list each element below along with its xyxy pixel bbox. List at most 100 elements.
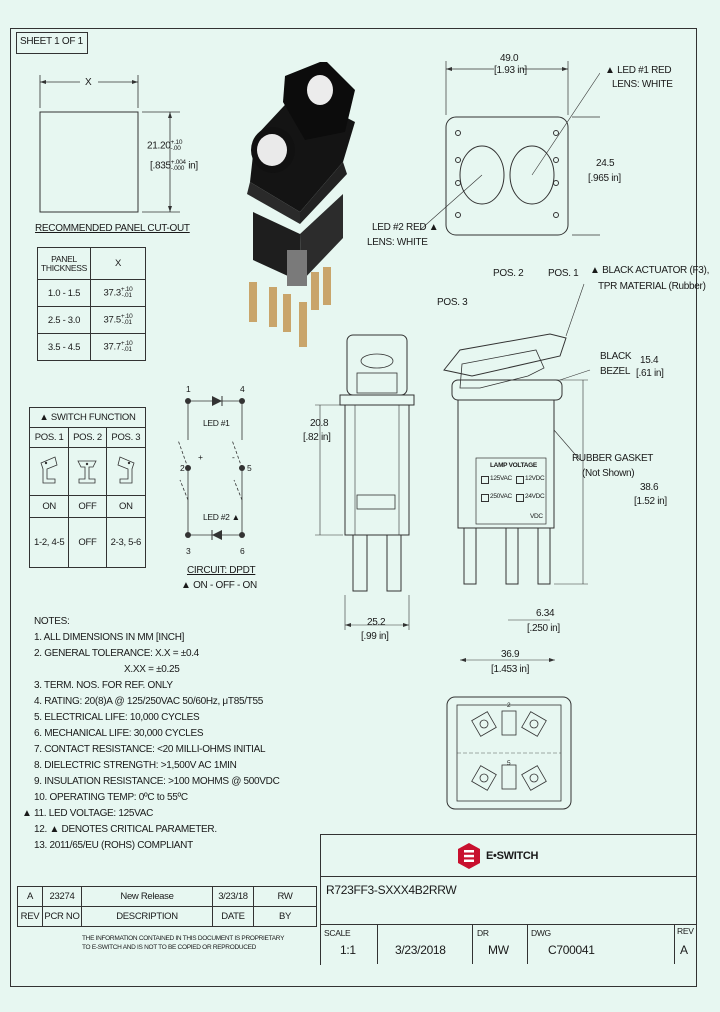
note-11: 11. LED VOLTAGE: 125VAC (34, 808, 154, 819)
side-depth-mm: 36.9 (501, 649, 520, 660)
gasket-label: RUBBER GASKET (572, 453, 654, 464)
part-number-box (320, 876, 696, 925)
switch-function-table: ▲ SWITCH FUNCTION POS. 1 POS. 2 POS. 3 O… (28, 407, 147, 568)
lamp-checkbox-125vac (481, 476, 489, 484)
rev-header: REV (17, 906, 43, 927)
note-7: 7. CONTACT RESISTANCE: <20 MILLI-OHMS IN… (34, 744, 266, 755)
cutout-height-in: [.835+.004-.000 in] (150, 159, 198, 172)
gasket-note: (Not Shown) (582, 468, 635, 479)
led2-lens: LENS: WHITE (367, 237, 428, 248)
lamp-checkbox-250vac (481, 494, 489, 502)
divider (527, 924, 528, 964)
divider (674, 924, 675, 964)
note-2: 2. GENERAL TOLERANCE: X.X = ±0.4 (34, 648, 199, 659)
pos1-connection: 1-2, 4-5 (28, 517, 70, 568)
dwg-label: DWG (531, 928, 551, 938)
pos1-actuator-icon (28, 447, 70, 496)
note-6: 6. MECHANICAL LIFE: 30,000 CYCLES (34, 728, 204, 739)
pos1-header: POS. 1 (28, 427, 70, 448)
panel-x-header: X (90, 247, 146, 280)
dr-value: MW (488, 943, 509, 957)
date-cell: 3/23/18 (212, 886, 254, 907)
note-2b: X.XX = ±0.25 (124, 664, 180, 675)
date-value: 3/23/2018 (395, 943, 446, 957)
lamp-opt-250vac: 250VAC (490, 493, 512, 500)
top-width-mm: 49.0 (500, 53, 519, 64)
x-cell: 37.5+.10-.01 (90, 306, 146, 334)
term-2: 2 (180, 463, 185, 473)
table-row: 2.5 - 3.0 37.5+.10-.01 (37, 306, 146, 334)
drawing-border (10, 28, 697, 987)
terminal-width-in: [.250 in] (527, 623, 560, 634)
top-width-in: [1.93 in] (494, 65, 527, 76)
table-row: 1.0 - 1.5 37.3+.10-.01 (37, 279, 146, 307)
term-1: 1 (186, 384, 191, 394)
rev-cell: A (17, 886, 43, 907)
minus-sign: - (232, 452, 235, 462)
pos2-actuator-icon (68, 447, 107, 496)
scale-label: SCALE (324, 928, 351, 938)
lamp-opt-125vac: 125VAC (490, 475, 512, 482)
brand-name: E•SWITCH (486, 850, 539, 862)
terminal-width-mm: 6.34 (536, 608, 555, 619)
top-view-drawing (419, 61, 600, 236)
lamp-voltage-title: LAMP VOLTAGE (490, 462, 537, 469)
note-9: 9. INSULATION RESISTANCE: >100 MOHMS @ 5… (34, 776, 280, 787)
rev-value: A (680, 943, 688, 957)
cutout-x-label: X (85, 77, 92, 88)
circuit-diagram (177, 396, 245, 540)
term-5: 5 (247, 463, 252, 473)
note-3: 3. TERM. NOS. FOR REF. ONLY (34, 680, 173, 691)
rev-label: REV (677, 926, 694, 936)
top-height-in: [.965 in] (588, 173, 621, 184)
switch-product-image (247, 62, 355, 347)
note-11-marker: ▲ (22, 808, 32, 819)
pos1-state: ON (28, 495, 70, 518)
note-8: 8. DIELECTRIC STRENGTH: >1,500V AC 1MIN (34, 760, 237, 771)
circuit-subtitle: ▲ ON - OFF - ON (181, 580, 257, 591)
panel-thickness-table: PANEL THICKNESS X 1.0 - 1.5 37.3+.10-.01… (37, 247, 146, 361)
bottom-term-2: 2 (507, 702, 511, 709)
bezel-label-2: BEZEL (600, 366, 631, 377)
note-1: 1. ALL DIMENSIONS IN MM [INCH] (34, 632, 185, 643)
actuator-material: TPR MATERIAL (Rubber) (598, 281, 706, 292)
thickness-cell: 2.5 - 3.0 (37, 306, 91, 334)
body-height-mm: 38.6 (640, 482, 659, 493)
pcr-cell: 23274 (42, 886, 82, 907)
desc-header: DESCRIPTION (81, 906, 213, 927)
proprietary-line-1: THE INFORMATION CONTAINED IN THIS DOCUME… (82, 935, 285, 942)
cutout-caption: RECOMMENDED PANEL CUT-OUT (35, 223, 190, 234)
panel-cutout-drawing (39, 75, 180, 213)
side-dimension-lines (460, 619, 555, 662)
led1-circuit-label: LED #1 (203, 418, 230, 428)
x-cell: 37.7+.10-.01 (90, 333, 146, 361)
front-height-mm: 20.8 (310, 418, 329, 429)
panel-thickness-header: PANEL THICKNESS (37, 247, 91, 280)
sheet-box (16, 32, 88, 54)
x-cell: 37.3+.10-.01 (90, 279, 146, 307)
front-height-in: [.82 in] (303, 432, 331, 443)
note-4: 4. RATING: 20(8)A @ 125/250VAC 50/60Hz, … (34, 696, 264, 707)
front-width-mm: 25.2 (367, 617, 386, 628)
led1-label: ▲ LED #1 RED (605, 65, 672, 76)
lamp-checkbox-12vdc (516, 476, 524, 484)
dwg-value: C700041 (548, 943, 595, 957)
led1-lens: LENS: WHITE (612, 79, 673, 90)
pos2-state: OFF (68, 495, 107, 518)
eswitch-logo-icon (458, 843, 480, 869)
bezel-in: [.61 in] (636, 368, 664, 379)
bottom-view-drawing (446, 696, 572, 810)
side-depth-in: [1.453 in] (491, 664, 530, 675)
part-number: R723FF3-SXXX4B2RRW (326, 883, 457, 897)
actuator-label: ▲ BLACK ACTUATOR (F3), (590, 265, 710, 276)
front-width-in: [.99 in] (361, 631, 389, 642)
pos1-label: POS. 1 (548, 268, 579, 279)
lamp-checkbox-24vdc (516, 494, 524, 502)
bottom-term-5: 5 (507, 760, 511, 767)
body-height-in: [1.52 in] (634, 496, 667, 507)
proprietary-line-2: TO E-SWITCH AND IS NOT TO BE COPIED OR R… (82, 944, 257, 951)
pos2-label: POS. 2 (493, 268, 524, 279)
note-13: 13. 2011/65/EU (ROHS) COMPLIANT (34, 840, 193, 851)
thickness-cell: 3.5 - 4.5 (37, 333, 91, 361)
table-row: 3.5 - 4.5 37.7+.10-.01 (37, 333, 146, 361)
